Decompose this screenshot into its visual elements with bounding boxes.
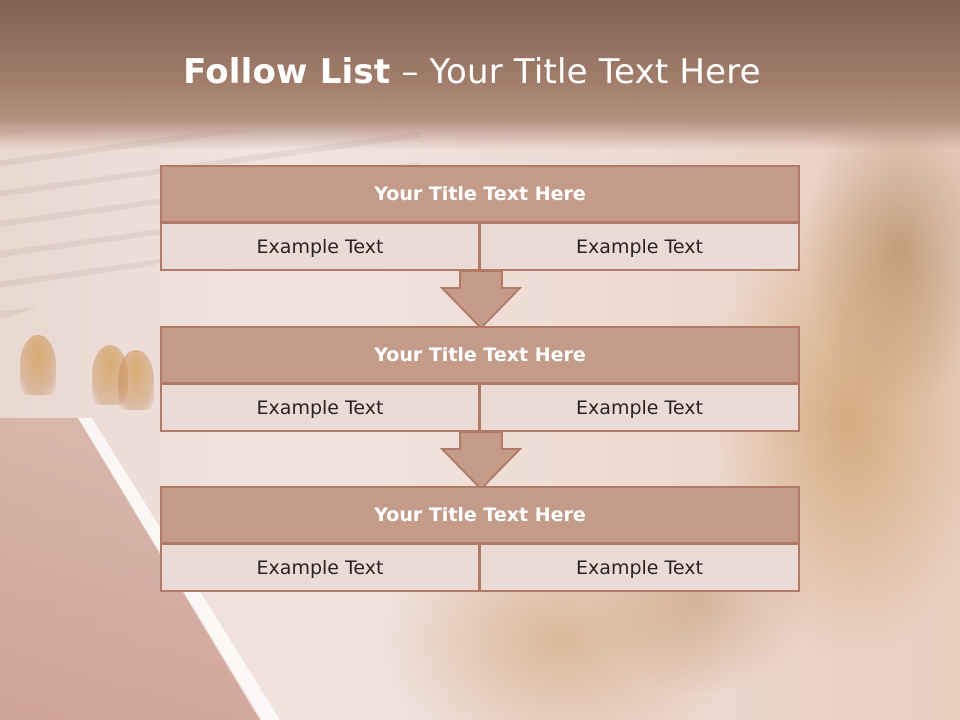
- list-block-left-text: Example Text: [160, 543, 480, 592]
- list-block-title: Your Title Text Here: [160, 486, 800, 544]
- down-arrow-icon: [440, 431, 522, 491]
- list-block-title: Your Title Text Here: [160, 326, 800, 384]
- list-block-left-text: Example Text: [160, 222, 480, 271]
- slide-title-rest: – Your Title Text Here: [401, 52, 761, 92]
- list-block-title: Your Title Text Here: [160, 165, 800, 223]
- slide-title-bold: Follow List: [183, 52, 391, 92]
- down-arrow-icon: [440, 270, 522, 330]
- list-block-left-text: Example Text: [160, 383, 480, 432]
- list-block-3: Your Title Text Here Example Text Exampl…: [160, 486, 800, 592]
- slide-title: Follow List – Your Title Text Here: [0, 52, 944, 92]
- list-block-right-text: Example Text: [479, 383, 800, 432]
- list-block-2: Your Title Text Here Example Text Exampl…: [160, 326, 800, 432]
- background-statue: [20, 335, 56, 395]
- list-block-1: Your Title Text Here Example Text Exampl…: [160, 165, 800, 271]
- list-block-right-text: Example Text: [479, 222, 800, 271]
- background-statue: [118, 350, 154, 410]
- header-band: [0, 0, 960, 150]
- list-block-right-text: Example Text: [479, 543, 800, 592]
